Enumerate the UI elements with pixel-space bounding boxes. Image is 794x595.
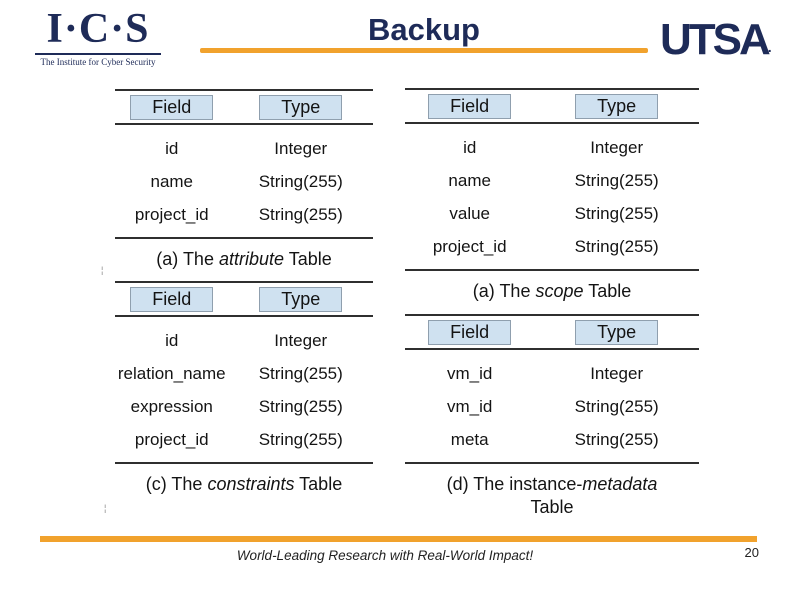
field-cell: id <box>165 138 179 158</box>
footer-motto: World-Leading Research with Real-World I… <box>236 548 534 563</box>
table-row: vm_id Integer <box>405 357 699 390</box>
field-cell: id <box>463 137 477 157</box>
field-cell: vm_id <box>447 363 493 383</box>
table-row: id Integer <box>115 132 373 165</box>
table-row: id Integer <box>115 324 373 357</box>
field-cell: project_id <box>134 204 209 224</box>
table-row: project_id String(255) <box>405 230 699 263</box>
utsa-logo-text: UTSA <box>660 15 771 64</box>
table-row: name String(255) <box>405 164 699 197</box>
column-header-type: Type <box>575 319 659 345</box>
table-row: project_id String(255) <box>115 198 373 231</box>
scan-artifact: ¦ <box>101 265 104 275</box>
table-row: vm_id String(255) <box>405 390 699 423</box>
footer-accent-bar <box>40 536 757 542</box>
type-cell: String(255) <box>258 204 343 224</box>
table-row: expression String(255) <box>115 390 373 423</box>
column-header-field: Field <box>130 286 214 312</box>
type-cell: String(255) <box>258 171 343 191</box>
table-row: relation_name String(255) <box>115 357 373 390</box>
type-cell: String(255) <box>258 396 343 416</box>
scan-artifact: ¦ <box>104 503 107 513</box>
column-header-field: Field <box>130 94 214 120</box>
field-cell: meta <box>450 429 489 449</box>
type-cell: String(255) <box>574 236 659 256</box>
table-caption: (a) The scope Table <box>472 281 632 301</box>
table-caption: (d) The instance-metadata Table <box>446 474 658 517</box>
table-row: project_id String(255) <box>115 423 373 456</box>
field-cell: value <box>449 203 490 223</box>
type-cell: Integer <box>274 330 328 350</box>
utsa-logo-mark: . <box>767 39 772 55</box>
table-caption: (c) The constraints Table <box>145 474 343 494</box>
column-header-type: Type <box>259 286 343 312</box>
table-header-row: Field Type <box>115 89 373 125</box>
table-row: meta String(255) <box>405 423 699 456</box>
ics-logo-text: I·C·S <box>46 6 150 52</box>
ics-logo-rule <box>35 53 161 55</box>
type-cell: Integer <box>590 137 644 157</box>
table-row: name String(255) <box>115 165 373 198</box>
field-cell: name <box>150 171 194 191</box>
type-cell: String(255) <box>574 170 659 190</box>
type-cell: String(255) <box>574 203 659 223</box>
column-header-type: Type <box>575 93 659 119</box>
column-header-type: Type <box>259 94 343 120</box>
column-header-field: Field <box>428 93 512 119</box>
table-row: value String(255) <box>405 197 699 230</box>
type-cell: String(255) <box>258 429 343 449</box>
field-cell: id <box>165 330 179 350</box>
title-underline <box>200 48 648 53</box>
field-cell: vm_id <box>447 396 493 416</box>
table-header-row: Field Type <box>115 281 373 317</box>
utsa-logo: UTSA. <box>660 18 785 69</box>
table-caption: (a) The attribute Table <box>156 249 332 269</box>
table-row: id Integer <box>405 131 699 164</box>
column-header-field: Field <box>428 319 512 345</box>
type-cell: String(255) <box>574 429 659 449</box>
ics-logo-tagline: The Institute for Cyber Security <box>40 57 156 67</box>
page-number: 20 <box>744 545 759 560</box>
table-header-row: Field Type <box>405 88 699 124</box>
type-cell: String(255) <box>574 396 659 416</box>
ics-logo: I·C·S The Institute for Cyber Security <box>33 6 163 67</box>
table-header-row: Field Type <box>405 314 699 350</box>
field-cell: project_id <box>432 236 507 256</box>
page-title: Backup <box>368 12 480 47</box>
field-cell: expression <box>130 396 213 416</box>
field-cell: relation_name <box>117 363 226 383</box>
type-cell: Integer <box>590 363 644 383</box>
type-cell: String(255) <box>258 363 343 383</box>
type-cell: Integer <box>274 138 328 158</box>
field-cell: project_id <box>134 429 209 449</box>
field-cell: name <box>448 170 491 190</box>
